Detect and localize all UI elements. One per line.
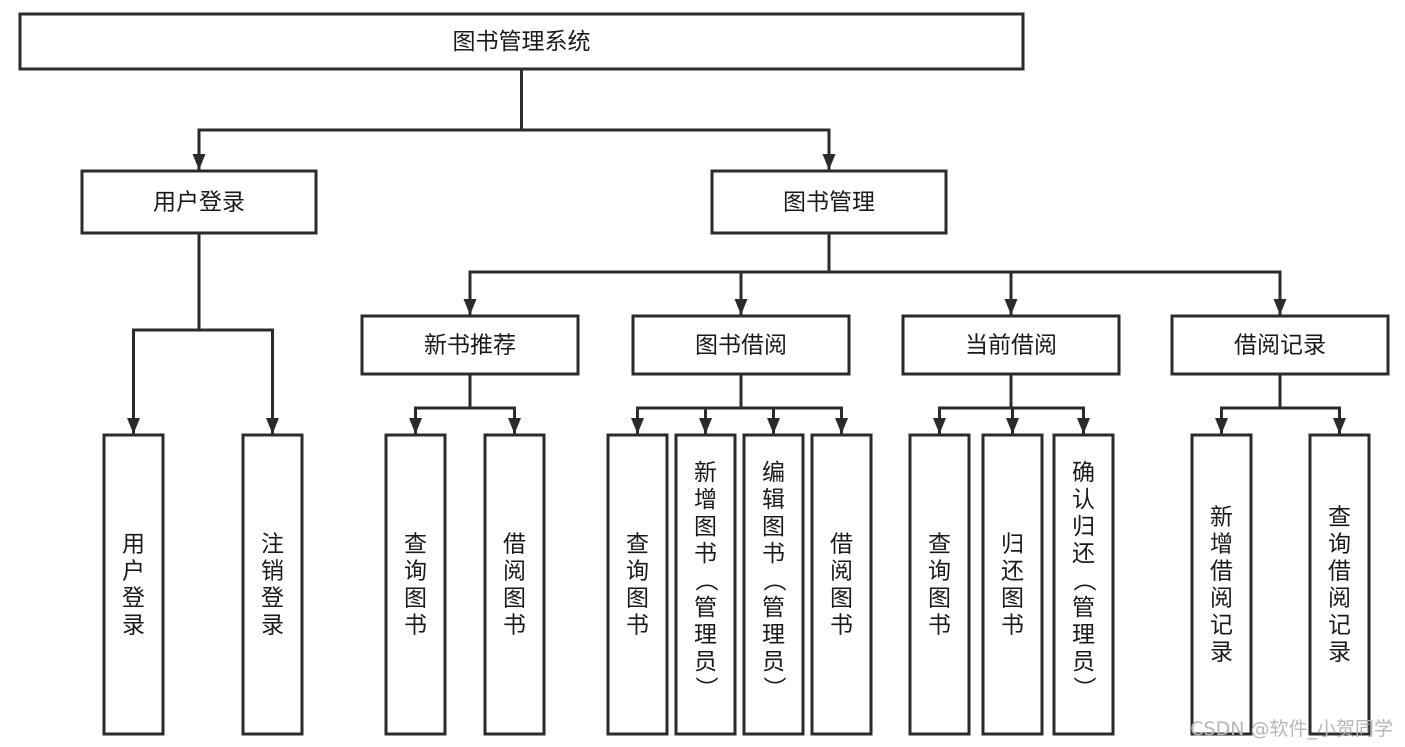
node-label-leaf-query-book-1: 查询图书 [404, 532, 427, 639]
node-leaf-confirm-return-admin[interactable]: 确认归还︵管理员︶ [1052, 433, 1115, 736]
node-label-current-borrow: 当前借阅 [965, 333, 1057, 359]
node-label-borrow-record: 借阅记录 [1234, 333, 1326, 359]
node-box-leaf-query-book-1 [384, 433, 447, 736]
arrow-head-leaf-confirm-return-admin [1077, 418, 1090, 434]
node-box-book-borrow [631, 314, 851, 376]
node-label-book-manage: 图书管理 [783, 190, 875, 216]
node-label-leaf-user-logout: 注销登录 [261, 532, 284, 639]
node-label-leaf-query-book-3: 查询图书 [928, 532, 951, 639]
node-current-borrow[interactable]: 当前借阅 [901, 314, 1121, 376]
node-user-login[interactable]: 用户登录 [80, 169, 318, 235]
node-box-leaf-query-book-3 [908, 433, 971, 736]
node-box-leaf-borrow-book-2 [810, 433, 873, 736]
arrow-head-leaf-add-record [1215, 418, 1228, 434]
node-leaf-user-logout[interactable]: 注销登录 [241, 433, 304, 736]
arrow-head-leaf-query-record [1333, 418, 1346, 434]
arrow-head-leaf-query-book-3 [933, 418, 946, 434]
arrow-head-book-borrow [734, 299, 748, 315]
node-label-book-borrow: 图书借阅 [695, 333, 787, 359]
arrow-head-user-login [192, 154, 206, 170]
node-borrow-record[interactable]: 借阅记录 [1170, 314, 1390, 376]
arrow-head-leaf-query-book-1 [409, 418, 422, 434]
node-book-manage[interactable]: 图书管理 [710, 169, 948, 235]
node-leaf-return-book[interactable]: 归还图书 [981, 433, 1044, 736]
node-leaf-add-book-admin[interactable]: 新增图书︵管理员︶ [674, 433, 737, 736]
node-label-leaf-query-book-2: 查询图书 [626, 532, 649, 639]
node-label-leaf-edit-book-admin: 编辑图书︵管理员︶ [762, 460, 787, 702]
node-leaf-query-book-3[interactable]: 查询图书 [908, 433, 971, 736]
node-leaf-borrow-book-1[interactable]: 借阅图书 [483, 433, 546, 736]
node-leaf-query-book-2[interactable]: 查询图书 [606, 433, 669, 736]
arrow-head-leaf-query-book-2 [631, 418, 644, 434]
node-box-leaf-query-record [1308, 433, 1371, 736]
node-box-book-manage [710, 169, 948, 235]
node-label-leaf-borrow-book-2: 借阅图书 [830, 532, 853, 639]
node-label-leaf-return-book: 归还图书 [1001, 532, 1024, 639]
node-label-leaf-query-record: 查询借阅记录 [1328, 505, 1351, 666]
arrow-head-leaf-edit-book-admin [767, 418, 780, 434]
node-box-borrow-record [1170, 314, 1390, 376]
arrow-head-new-book-rec [463, 299, 477, 315]
connectors-layer [127, 67, 1346, 436]
node-label-leaf-add-record: 新增借阅记录 [1210, 505, 1233, 666]
node-leaf-edit-book-admin[interactable]: 编辑图书︵管理员︶ [742, 433, 805, 736]
node-leaf-query-record[interactable]: 查询借阅记录 [1308, 433, 1371, 736]
node-label-leaf-borrow-book-1: 借阅图书 [503, 532, 526, 639]
node-box-leaf-add-record [1190, 433, 1253, 736]
node-box-leaf-add-book-admin [674, 433, 737, 736]
arrow-head-leaf-borrow-book-2 [835, 418, 848, 434]
node-box-current-borrow [901, 314, 1121, 376]
node-leaf-user-login[interactable]: 用户登录 [102, 433, 165, 736]
node-label-leaf-confirm-return-admin: 确认归还︵管理员︶ [1072, 460, 1097, 702]
node-box-user-login [80, 169, 318, 235]
node-label-leaf-user-login: 用户登录 [122, 532, 145, 639]
node-box-leaf-confirm-return-admin [1052, 433, 1115, 736]
node-label-new-book-rec: 新书推荐 [424, 333, 516, 359]
node-label-leaf-add-book-admin: 新增图书︵管理员︶ [694, 460, 719, 702]
node-label-root: 图书管理系统 [453, 29, 591, 55]
node-leaf-borrow-book-2[interactable]: 借阅图书 [810, 433, 873, 736]
arrow-head-leaf-user-login [127, 418, 140, 434]
arrow-head-leaf-add-book-admin [699, 418, 712, 434]
node-box-leaf-user-logout [241, 433, 304, 736]
arrow-head-book-manage [822, 154, 836, 170]
node-book-borrow[interactable]: 图书借阅 [631, 314, 851, 376]
arrow-head-borrow-record [1273, 299, 1287, 315]
node-leaf-add-record[interactable]: 新增借阅记录 [1190, 433, 1253, 736]
node-leaf-query-book-1[interactable]: 查询图书 [384, 433, 447, 736]
node-box-new-book-rec [360, 314, 580, 376]
node-box-leaf-user-login [102, 433, 165, 736]
node-new-book-rec[interactable]: 新书推荐 [360, 314, 580, 376]
node-box-leaf-return-book [981, 433, 1044, 736]
node-root[interactable]: 图书管理系统 [18, 12, 1025, 71]
node-label-user-login: 用户登录 [153, 190, 245, 216]
arrow-head-leaf-return-book [1006, 418, 1019, 434]
arrow-head-current-borrow [1004, 299, 1018, 315]
node-box-root [18, 12, 1025, 71]
arrow-head-leaf-user-logout [266, 418, 279, 434]
node-box-leaf-query-book-2 [606, 433, 669, 736]
node-box-leaf-borrow-book-1 [483, 433, 546, 736]
node-box-leaf-edit-book-admin [742, 433, 805, 736]
arrow-head-leaf-borrow-book-1 [508, 418, 521, 434]
nodes-layer: 图书管理系统用户登录图书管理新书推荐图书借阅当前借阅借阅记录用户登录注销登录查询… [18, 12, 1390, 736]
